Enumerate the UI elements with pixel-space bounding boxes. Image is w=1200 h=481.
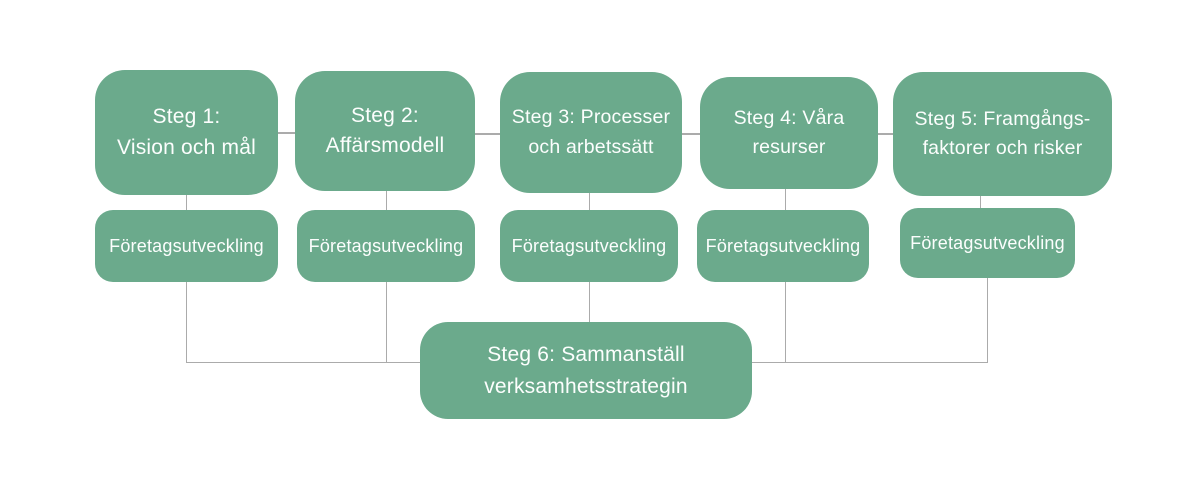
business-development-label-5: Företagsutveckling — [910, 232, 1065, 253]
connector-line-mid5-drop — [987, 278, 988, 363]
step1-label-line2: Vision och mål — [117, 135, 256, 159]
step4-label-line2: resurser — [752, 136, 826, 158]
business-development-label-4: Företagsutveckling — [705, 235, 861, 256]
connector-line-mid3-drop — [589, 278, 590, 326]
business-development-box-5: Företagsutveckling — [900, 208, 1075, 278]
step2-box: Steg 2: Affärsmodell — [295, 71, 475, 191]
connector-line-step1-down — [186, 190, 187, 214]
step2-label-line1: Steg 2: — [351, 103, 419, 127]
connector-line-step1-step2 — [277, 132, 296, 134]
connector-line-step5-down — [980, 192, 981, 214]
connector-line-mid2-drop — [386, 278, 387, 363]
connector-line-mid4-drop — [785, 278, 786, 363]
step4-box: Steg 4: Våra resurser — [700, 77, 878, 189]
step5-label-line2: faktorer och risker — [922, 137, 1083, 159]
business-development-label-3: Företagsutveckling — [511, 235, 667, 256]
connector-line-step3-step4 — [680, 133, 701, 135]
business-development-label-1: Företagsutveckling — [109, 235, 264, 256]
connector-line-step2-step3 — [474, 133, 501, 135]
connector-line-left-bus — [186, 362, 426, 363]
step1-label-line1: Steg 1: — [152, 105, 221, 129]
connector-line-right-bus — [748, 362, 988, 363]
step3-label-line2: och arbetssätt — [528, 135, 654, 158]
step3-box: Steg 3: Processer och arbetssätt — [500, 72, 682, 193]
step5-label-line1: Steg 5: Framgångs- — [914, 107, 1091, 130]
step6-label-line1: Steg 6: Sammanställ — [487, 343, 685, 366]
connector-line-step4-step5 — [875, 133, 894, 135]
connector-line-step2-down — [386, 186, 387, 214]
business-development-box-3: Företagsutveckling — [500, 210, 678, 282]
step1-box: Steg 1: Vision och mål — [95, 70, 278, 195]
connector-line-step3-down — [589, 188, 590, 214]
step6-label-line2: verksamhetsstrategin — [484, 374, 688, 398]
connector-line-mid1-drop — [186, 278, 187, 363]
business-development-box-2: Företagsutveckling — [297, 210, 475, 282]
step5-box: Steg 5: Framgångs- faktorer och risker — [893, 72, 1112, 196]
business-development-box-4: Företagsutveckling — [697, 210, 869, 282]
step3-label-line1: Steg 3: Processer — [511, 106, 671, 129]
connector-line-step4-down — [785, 185, 786, 214]
step4-label-line1: Steg 4: Våra — [733, 106, 845, 129]
business-development-label-2: Företagsutveckling — [308, 235, 464, 256]
step6-box: Steg 6: Sammanställ verksamhetsstrategin — [420, 322, 752, 419]
business-development-box-1: Företagsutveckling — [95, 210, 278, 282]
step2-label-line2: Affärsmodell — [325, 134, 445, 157]
